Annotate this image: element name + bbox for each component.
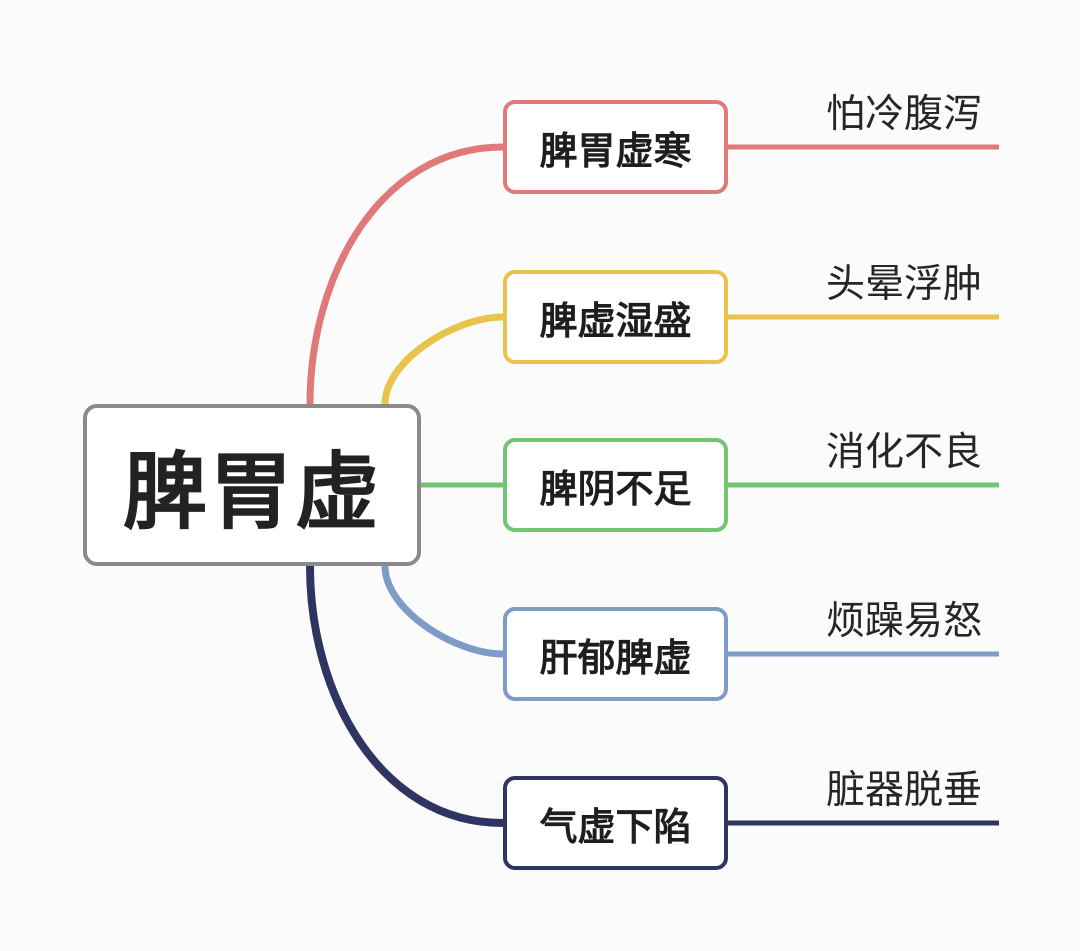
leaf-label-1: 怕冷腹泻 (826, 92, 983, 137)
branch-label-4: 肝郁脾虚 (539, 635, 692, 680)
branch-label-3: 脾阴不足 (539, 466, 692, 511)
leaf-label-2: 头晕浮肿 (826, 262, 983, 307)
branch-node-4: 肝郁脾虚 (503, 607, 728, 701)
branch-node-1: 脾胃虚寒 (503, 100, 728, 194)
connector-branch-2 (381, 313, 507, 408)
leaf-label-3: 消化不良 (826, 430, 983, 475)
root-node: 脾胃虚 (83, 404, 421, 566)
connector-branch-5 (306, 562, 507, 827)
branch-label-1: 脾胃虚寒 (539, 128, 692, 173)
connector-branch-4 (381, 562, 507, 658)
branch-label-5: 气虚下陷 (539, 804, 692, 849)
leaf-label-4: 烦躁易怒 (826, 599, 983, 644)
branch-node-3: 脾阴不足 (503, 438, 728, 532)
branch-node-5: 气虚下陷 (503, 776, 728, 870)
branch-label-2: 脾虚湿盛 (539, 298, 692, 343)
root-label: 脾胃虚 (122, 442, 381, 541)
leaf-label-5: 脏器脱垂 (826, 768, 983, 813)
branch-node-2: 脾虚湿盛 (503, 270, 728, 364)
connector-branch-1 (306, 143, 507, 408)
